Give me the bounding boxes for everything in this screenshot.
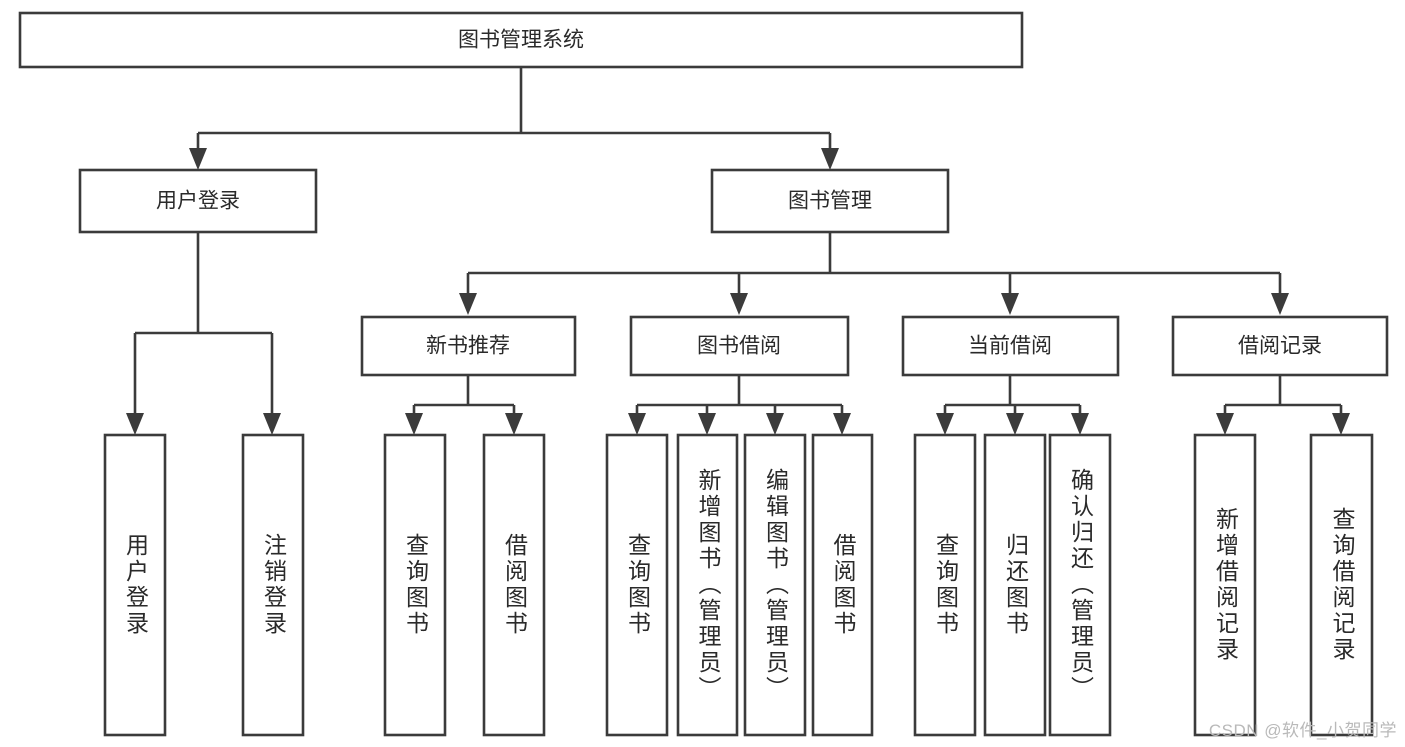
arrow-to-user-login <box>189 148 207 170</box>
node-book-manage-box[interactable] <box>710 168 950 234</box>
arrow-to-new-book <box>459 293 477 315</box>
arrow-new-book-leaf-2 <box>505 413 523 435</box>
node-borrow-record-label: 借阅记录 <box>1238 335 1322 358</box>
arrow-current-borrow-leaf-3 <box>1071 413 1089 435</box>
node-leaf-current-borrow-3-box[interactable] <box>1048 433 1112 737</box>
node-borrow-record-box[interactable] <box>1171 315 1389 377</box>
node-leaf-book-borrow-1-box[interactable] <box>605 433 669 737</box>
arrow-book-borrow-leaf-3 <box>766 413 784 435</box>
arrow-borrow-record-leaf-1 <box>1216 413 1234 435</box>
node-layer: 图书管理系统 用户登录 图书管理 新书推荐 图书借阅 当前借阅 借阅记录 <box>18 11 1389 737</box>
arrow-to-book-manage <box>821 148 839 170</box>
node-new-book-box[interactable] <box>360 315 577 377</box>
node-book-borrow-box[interactable] <box>629 315 850 377</box>
arrow-borrow-record-leaf-2 <box>1332 413 1350 435</box>
arrow-to-current-borrow <box>1001 293 1019 315</box>
node-leaf-user-login-1-box[interactable] <box>103 433 167 737</box>
node-user-login-box[interactable] <box>78 168 318 234</box>
csdn-watermark: CSDN @软件_小贺同学 <box>1208 721 1397 740</box>
node-leaf-new-book-1-box[interactable] <box>383 433 447 737</box>
arrow-to-borrow-record <box>1271 293 1289 315</box>
node-leaf-current-borrow-2-box[interactable] <box>983 433 1047 737</box>
node-current-borrow-label: 当前借阅 <box>968 335 1052 358</box>
node-leaf-user-login-2-box[interactable] <box>241 433 305 737</box>
arrow-user-login-leaf-2 <box>263 413 281 435</box>
node-leaf-current-borrow-1-box[interactable] <box>913 433 977 737</box>
node-book-manage-label: 图书管理 <box>788 190 872 213</box>
arrow-user-login-leaf-1 <box>126 413 144 435</box>
node-current-borrow-box[interactable] <box>901 315 1120 377</box>
node-root-label: 图书管理系统 <box>458 29 584 52</box>
arrow-book-borrow-leaf-4 <box>833 413 851 435</box>
arrow-to-book-borrow <box>730 293 748 315</box>
arrow-current-borrow-leaf-2 <box>1006 413 1024 435</box>
node-book-borrow-label: 图书借阅 <box>697 335 781 358</box>
arrow-book-borrow-leaf-2 <box>698 413 716 435</box>
node-leaf-borrow-record-2-box[interactable] <box>1309 433 1374 737</box>
arrow-book-borrow-leaf-1 <box>628 413 646 435</box>
node-leaf-book-borrow-4-box[interactable] <box>811 433 874 737</box>
node-new-book-label: 新书推荐 <box>426 335 510 358</box>
node-leaf-book-borrow-2-box[interactable] <box>676 433 739 737</box>
arrow-new-book-leaf-1 <box>405 413 423 435</box>
connector-layer <box>126 67 1350 435</box>
node-leaf-new-book-2-box[interactable] <box>482 433 546 737</box>
node-root-box[interactable] <box>18 11 1024 69</box>
node-leaf-borrow-record-1-box[interactable] <box>1193 433 1257 737</box>
node-user-login-label: 用户登录 <box>156 190 240 213</box>
arrow-current-borrow-leaf-1 <box>936 413 954 435</box>
node-leaf-book-borrow-3-box[interactable] <box>743 433 807 737</box>
